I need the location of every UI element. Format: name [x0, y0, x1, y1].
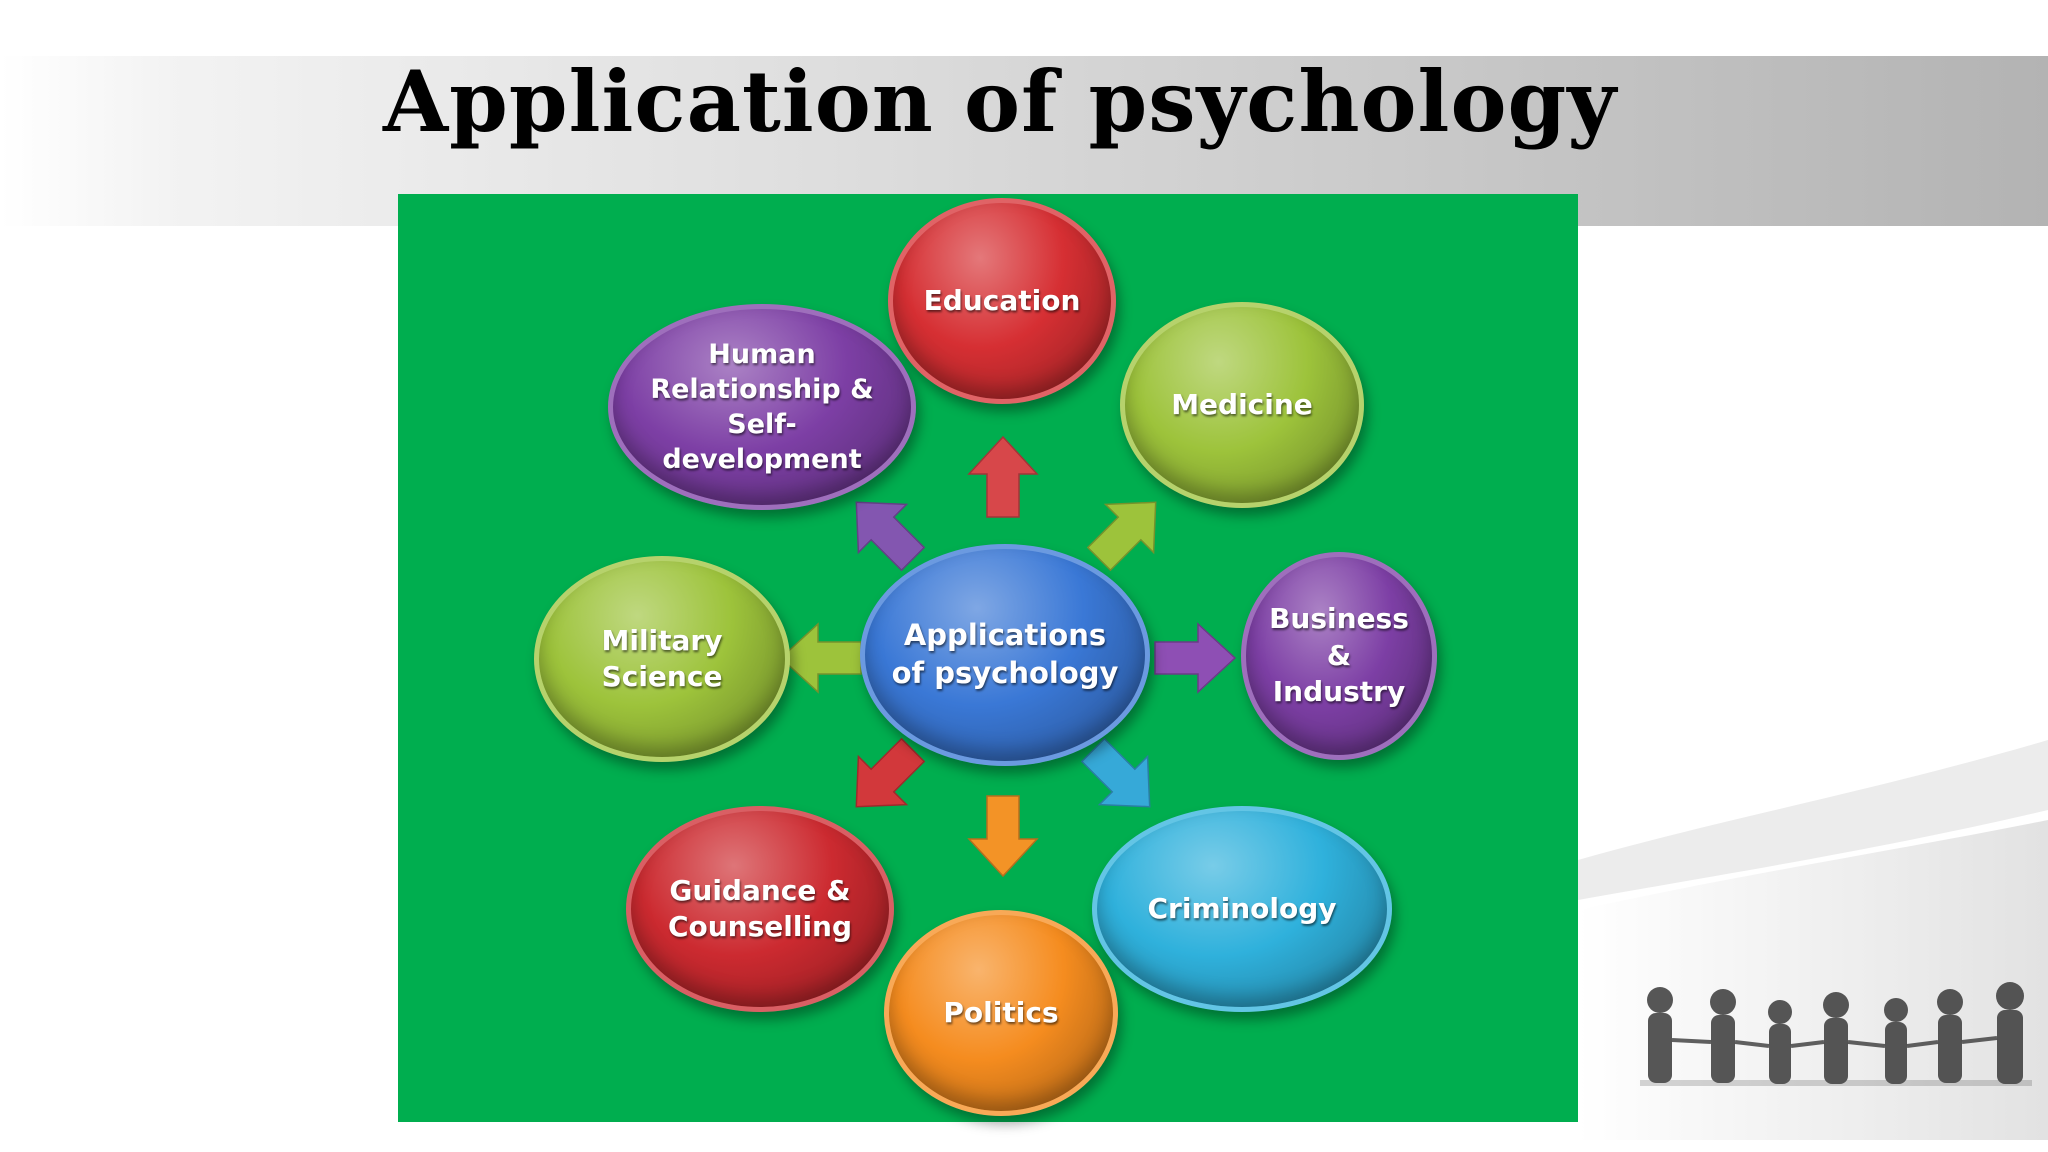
node-center: Applications of psychology	[860, 544, 1150, 766]
slide-title: Application of psychology	[382, 52, 1618, 151]
arrow-up-right-icon	[1086, 501, 1157, 572]
node-military-science: Military Science	[534, 556, 790, 762]
arrow-right-icon	[1154, 622, 1237, 694]
node-business-industry: Business & Industry	[1241, 552, 1437, 760]
arrow-left-icon	[779, 622, 862, 694]
arrow-up-icon	[967, 435, 1039, 518]
arrow-down-right-icon	[1080, 737, 1151, 808]
node-education: Education	[888, 198, 1116, 404]
arrow-down-left-icon	[855, 737, 926, 808]
arrow-up-left-icon	[855, 501, 926, 572]
node-guidance-counselling: Guidance & Counselling	[626, 806, 894, 1012]
node-medicine: Medicine	[1120, 302, 1364, 508]
diagram-panel: Applications of psychology Education Med…	[398, 194, 1578, 1122]
people-holding-hands-photo	[1578, 740, 2048, 1140]
arrow-down-icon	[967, 795, 1039, 878]
node-human-relationship: Human Relationship & Self- development	[608, 304, 916, 510]
node-criminology: Criminology	[1092, 806, 1392, 1012]
node-politics: Politics	[884, 910, 1118, 1116]
arrows-layer	[779, 435, 1237, 878]
